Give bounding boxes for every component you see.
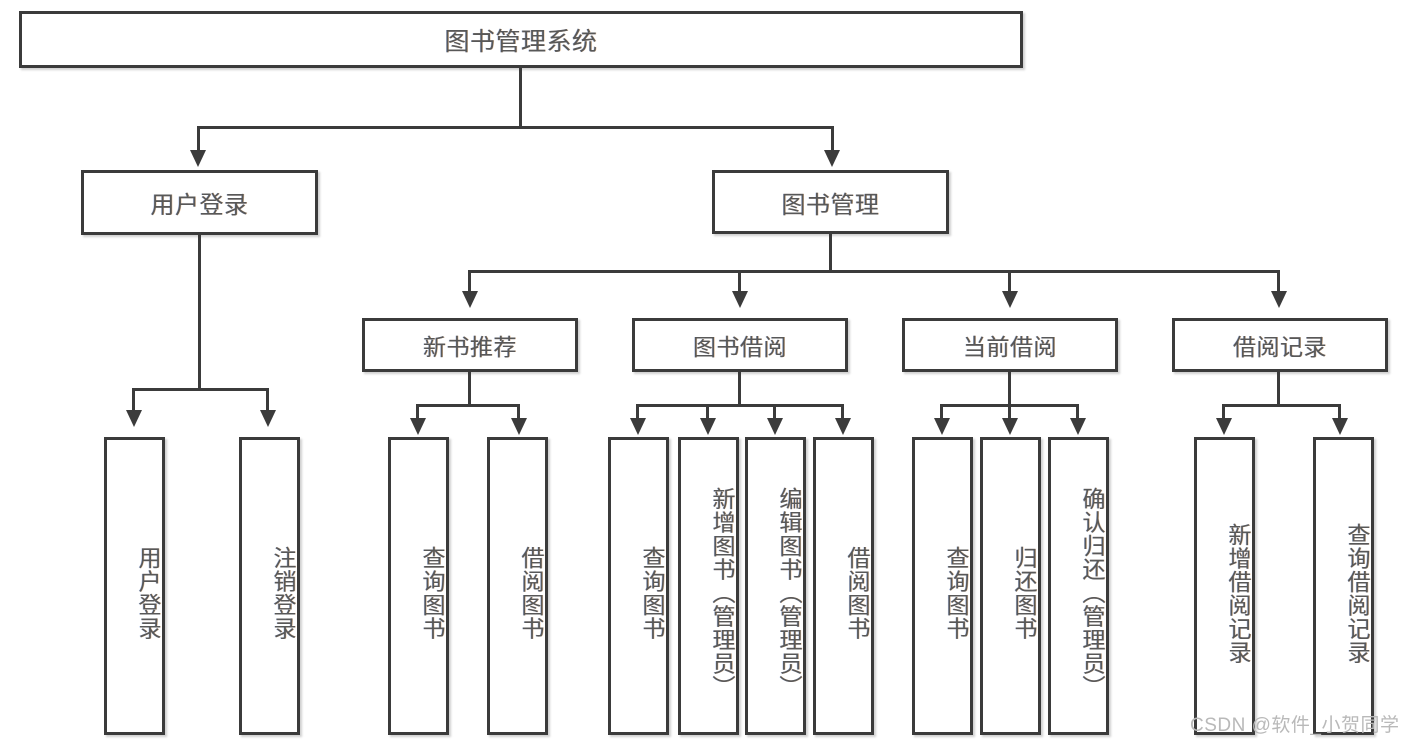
arrowhead-leaf-query-book-3	[934, 418, 950, 435]
arrowhead-leaf-add-record	[1216, 418, 1232, 435]
node-label: 借阅记录	[1233, 334, 1327, 360]
leaf-query-book-recommend[interactable]: 查询图书	[388, 437, 449, 735]
connector-borrow-record-bus	[1222, 404, 1341, 407]
connector-book-borrow-child-1	[636, 404, 639, 420]
node-book-management[interactable]: 图书管理	[712, 170, 949, 234]
connector-new-book-bus	[416, 404, 520, 407]
node-label: 查询借阅记录	[1344, 522, 1370, 664]
connector-current-borrow-child-2	[1008, 404, 1011, 420]
connector-borrow-record-stem	[1277, 372, 1280, 406]
leaf-query-book-borrow[interactable]: 查询图书	[608, 437, 669, 735]
node-label: 查询图书	[943, 546, 969, 640]
connector-borrow-record-child-2	[1338, 404, 1341, 420]
connector-borrow-record-child-1	[1222, 404, 1225, 420]
connector-root-stem	[519, 68, 522, 126]
node-user-login[interactable]: 用户登录	[81, 170, 318, 235]
node-new-book-recommend[interactable]: 新书推荐	[362, 318, 578, 372]
connector-current-borrow-child-1	[940, 404, 943, 420]
arrowhead-user-login	[190, 150, 206, 167]
leaf-user-login[interactable]: 用户登录	[104, 437, 165, 735]
leaf-edit-book-admin[interactable]: 编辑图书（管理员）	[745, 437, 806, 735]
connector-new-book-stem	[468, 372, 471, 406]
node-label: 编辑图书（管理员）	[776, 487, 802, 699]
leaf-borrow-book-recommend[interactable]: 借阅图书	[487, 437, 548, 735]
arrowhead-leaf-return-book	[1002, 418, 1018, 435]
node-label: 用户登录	[150, 192, 249, 219]
connector-new-book-child-1	[416, 404, 419, 420]
leaf-add-borrow-record[interactable]: 新增借阅记录	[1194, 437, 1255, 735]
arrowhead-leaf-query-book-1	[410, 418, 426, 435]
connector-to-user-login	[197, 126, 200, 153]
node-label: 图书管理系统	[444, 27, 598, 56]
node-label: 确认归还（管理员）	[1079, 487, 1105, 699]
arrowhead-current-borrow	[1002, 291, 1018, 308]
leaf-borrow-book[interactable]: 借阅图书	[813, 437, 874, 735]
node-label: 新书推荐	[423, 334, 517, 360]
leaf-confirm-return-admin[interactable]: 确认归还（管理员）	[1048, 437, 1109, 735]
connector-current-borrow-stem	[1008, 372, 1011, 406]
arrowhead-leaf-logout	[260, 410, 276, 427]
connector-book-borrow-child-4	[841, 404, 844, 420]
arrowhead-leaf-add-book	[700, 418, 716, 435]
arrowhead-leaf-borrow-book-1	[511, 418, 527, 435]
node-label: 当前借阅	[963, 334, 1057, 360]
arrowhead-leaf-confirm-return	[1070, 418, 1086, 435]
arrowhead-leaf-borrow-book-2	[835, 418, 851, 435]
arrowhead-book-borrow	[732, 291, 748, 308]
node-label: 注销登录	[270, 546, 296, 640]
connector-root-bus	[197, 126, 834, 129]
arrowhead-leaf-user-login	[126, 410, 142, 427]
node-label: 用户登录	[135, 546, 161, 640]
leaf-query-book-current[interactable]: 查询图书	[912, 437, 973, 735]
arrowhead-new-book	[462, 291, 478, 308]
node-current-borrow[interactable]: 当前借阅	[902, 318, 1118, 372]
node-label: 图书借阅	[693, 334, 787, 360]
connector-current-borrow-child-3	[1076, 404, 1079, 420]
arrowhead-leaf-query-book-2	[630, 418, 646, 435]
connector-new-book-child-2	[517, 404, 520, 420]
connector-to-new-book	[468, 270, 471, 293]
leaf-logout[interactable]: 注销登录	[239, 437, 300, 735]
connector-to-book-manage	[831, 126, 834, 153]
arrowhead-book-manage	[824, 150, 840, 167]
connector-level3-bus	[468, 270, 1280, 273]
connector-book-borrow-stem	[738, 372, 741, 406]
connector-book-borrow-child-2	[706, 404, 709, 420]
connector-user-login-child-2	[266, 388, 269, 412]
leaf-add-book-admin[interactable]: 新增图书（管理员）	[678, 437, 739, 735]
node-label: 借阅图书	[518, 546, 544, 640]
node-root-system[interactable]: 图书管理系统	[19, 11, 1023, 68]
node-label: 图书管理	[781, 191, 880, 219]
leaf-return-book[interactable]: 归还图书	[980, 437, 1041, 735]
csdn-watermark: CSDN @软件_小贺同学	[1190, 715, 1400, 736]
arrowhead-borrow-record	[1271, 291, 1287, 308]
connector-user-login-bus	[132, 388, 268, 391]
connector-book-borrow-bus	[636, 404, 844, 407]
node-label: 查询图书	[419, 546, 445, 640]
connector-user-login-stem	[198, 235, 201, 390]
node-label: 新增图书（管理员）	[709, 487, 735, 699]
connector-book-borrow-child-3	[773, 404, 776, 420]
connector-to-current-borrow	[1008, 270, 1011, 293]
connector-book-manage-stem	[829, 234, 832, 272]
node-label: 新增借阅记录	[1225, 522, 1251, 664]
arrowhead-leaf-edit-book	[767, 418, 783, 435]
node-borrow-record[interactable]: 借阅记录	[1172, 318, 1388, 372]
node-label: 查询图书	[639, 546, 665, 640]
node-book-borrow[interactable]: 图书借阅	[632, 318, 848, 372]
connector-user-login-child-1	[132, 388, 135, 412]
connector-to-borrow-record	[1277, 270, 1280, 293]
node-label: 借阅图书	[844, 546, 870, 640]
node-label: 归还图书	[1011, 546, 1037, 640]
arrowhead-leaf-query-record	[1332, 418, 1348, 435]
leaf-query-borrow-record[interactable]: 查询借阅记录	[1313, 437, 1374, 735]
connector-to-book-borrow	[738, 270, 741, 293]
